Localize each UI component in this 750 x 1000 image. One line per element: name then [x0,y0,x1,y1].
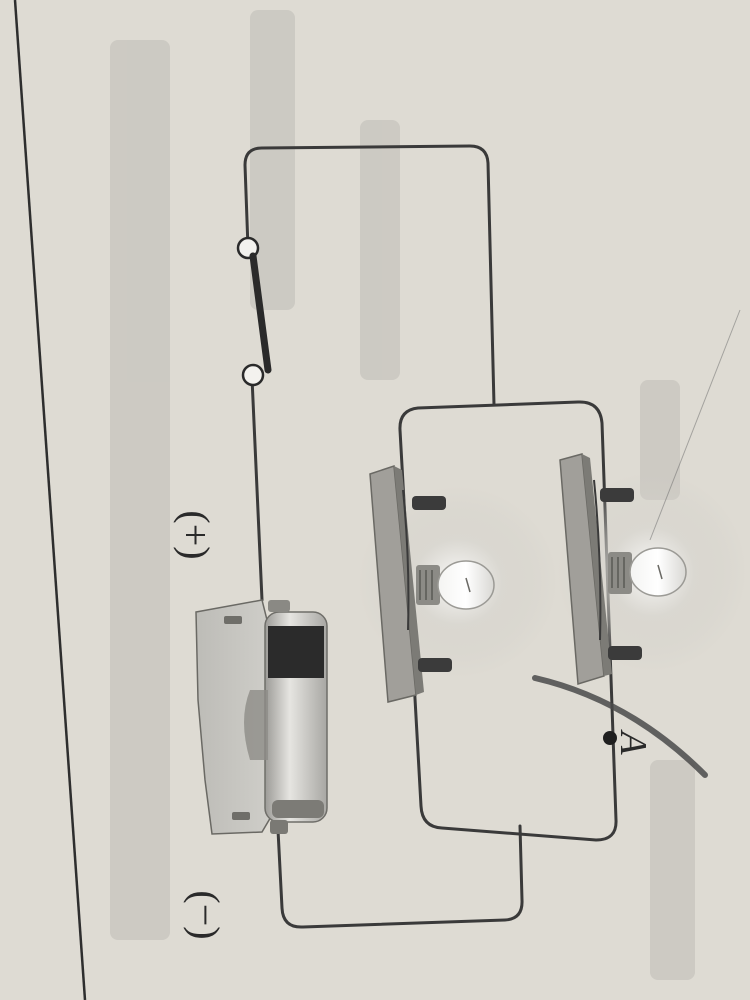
holder-clip-top [224,616,242,624]
battery [195,599,328,835]
switch-terminal-bottom [241,363,265,387]
parallel-frame [398,400,618,842]
wiring [243,144,524,929]
switch-lever [249,252,272,374]
holder-clip-bottom [232,812,250,820]
battery-holder [195,599,273,835]
pencil-mark [532,675,708,778]
negative-terminal-label: (−) [183,890,228,940]
battery-terminal-cap [268,626,324,678]
bulb-upper-post-bottom [418,658,452,672]
background-bleed [110,10,695,980]
bulb-lower-glass [629,547,687,597]
battery-top-spring [268,600,290,612]
pencil-faint-line [649,309,741,541]
bulb-lower-post-bottom [608,646,642,660]
bulb-lower [557,453,747,685]
point-a-dot [603,731,617,745]
battery-bottom-rim [272,800,324,818]
bulb-lower-socket [608,552,632,594]
bulb-upper-post-top [412,496,446,510]
positive-terminal-label: (+) [173,510,218,560]
margin-line [13,0,87,1000]
bulb-upper [358,464,558,703]
bulb-upper-glass [437,560,495,610]
switch[interactable] [236,236,272,387]
bulb-lower-post-top [600,488,634,502]
bulb-upper-socket [416,565,440,605]
battery-bottom-contact [270,820,288,834]
bulb-lower-board-face [582,454,612,676]
point-a-label: A [612,731,654,755]
battery-shadow [244,690,268,760]
